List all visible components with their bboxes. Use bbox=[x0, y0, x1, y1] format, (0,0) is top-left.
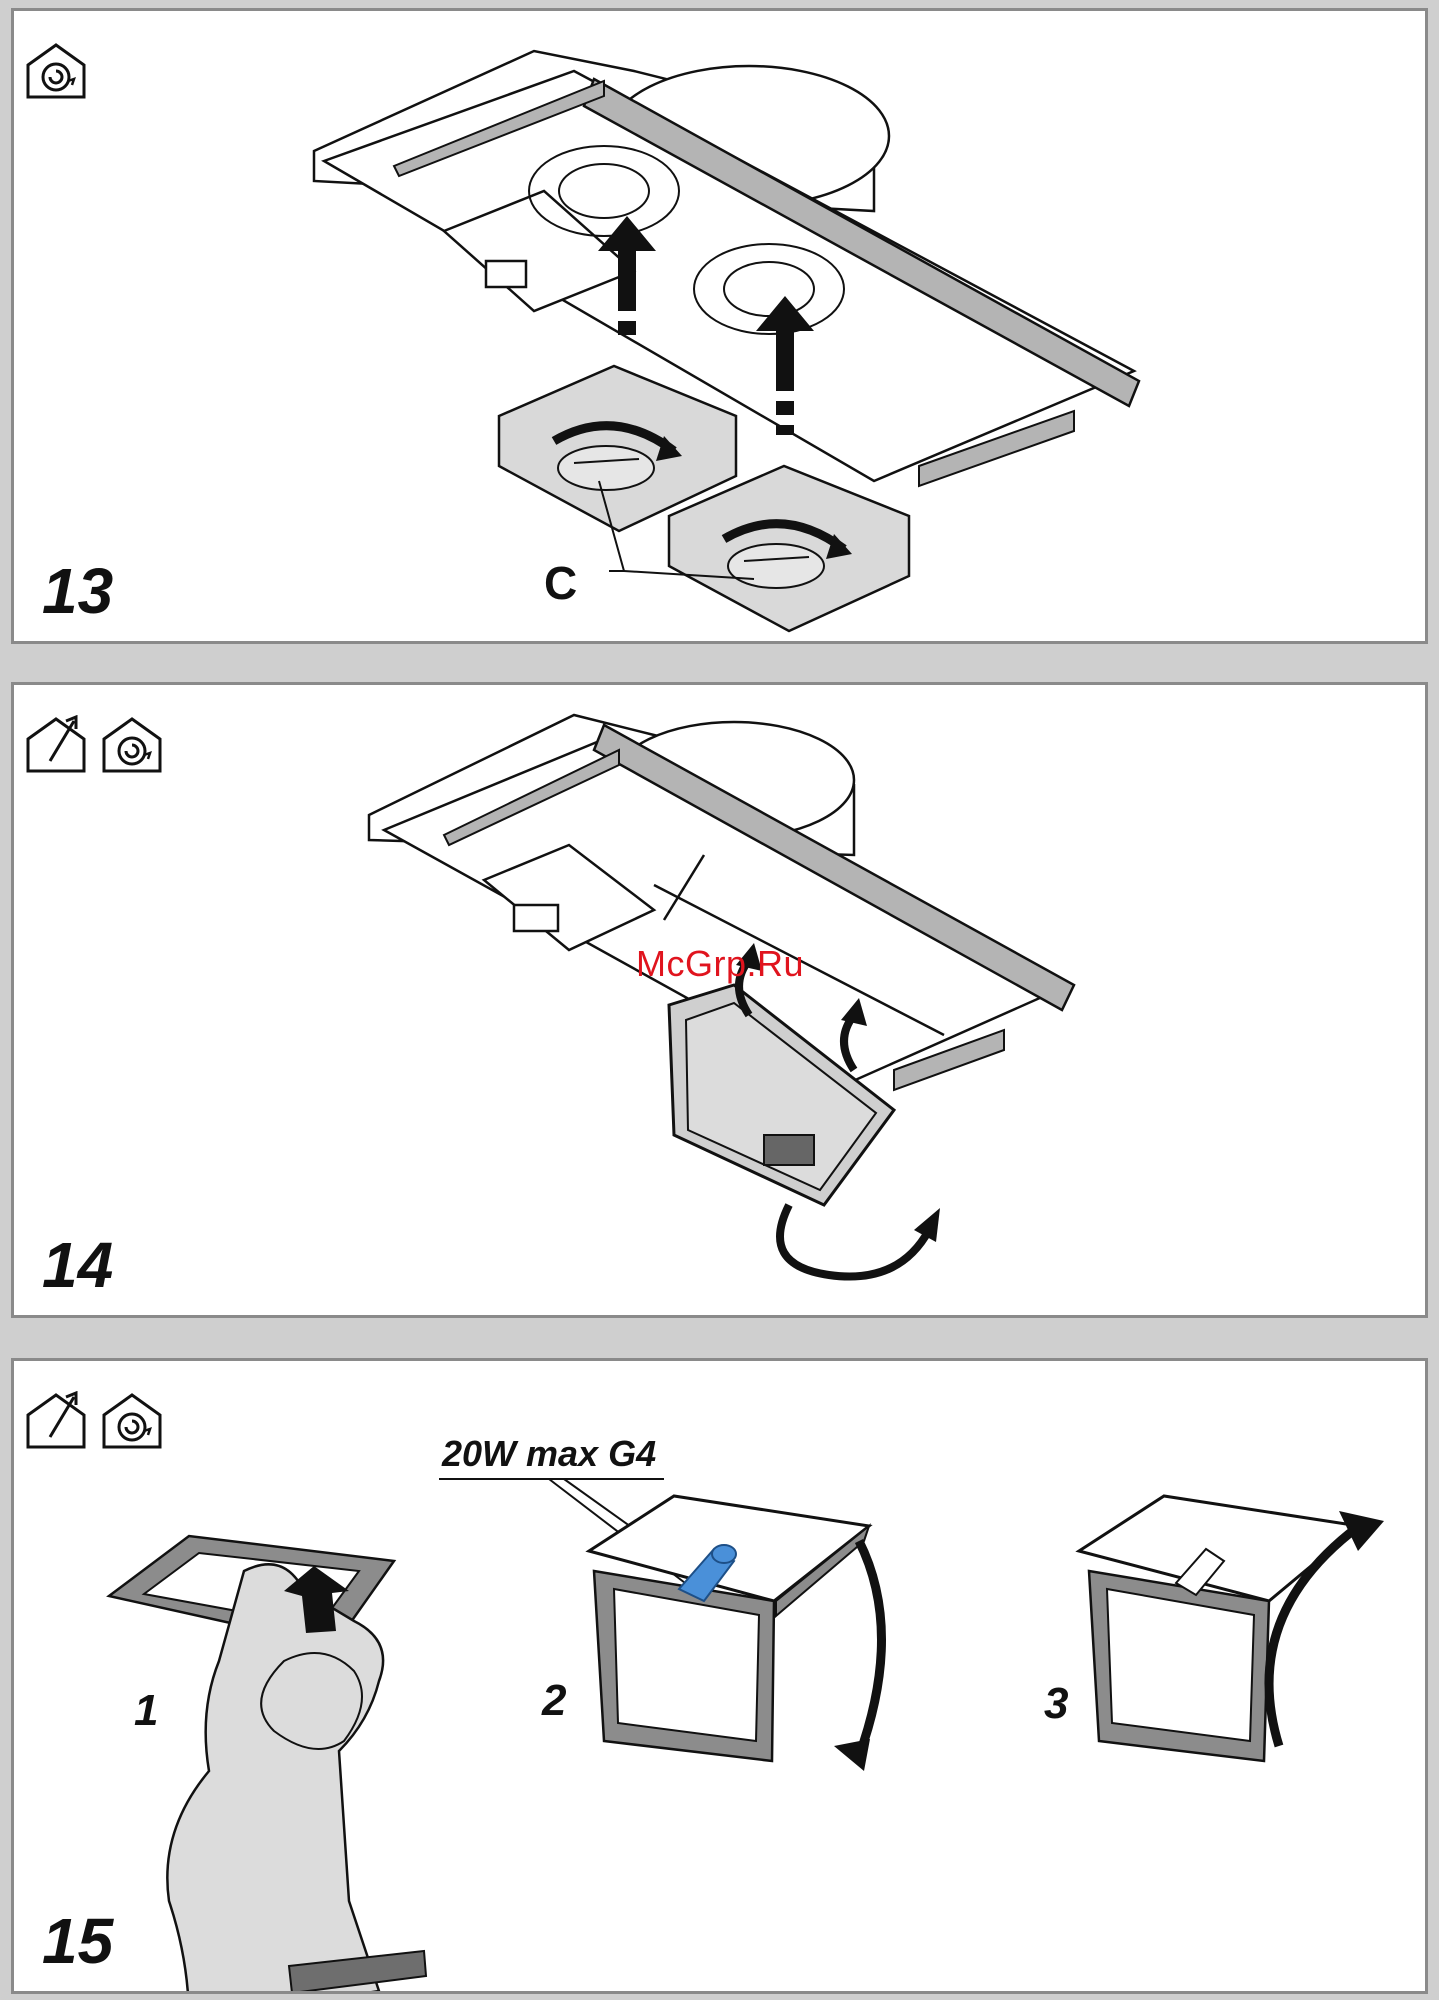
step-number: 13 bbox=[42, 559, 113, 623]
sub-step-3-label: 3 bbox=[1044, 1679, 1068, 1729]
gloved-hand bbox=[167, 1564, 426, 1991]
grease-filter-illustration bbox=[14, 685, 1425, 1315]
step-14-panel: McGrp.Ru 14 bbox=[11, 682, 1428, 1318]
sub-step-1-label: 1 bbox=[134, 1686, 158, 1736]
callout-c-label: C bbox=[544, 556, 577, 610]
lamp-replacement-illustration bbox=[14, 1361, 1425, 1991]
light-cover-closing bbox=[1079, 1496, 1359, 1761]
step-13-panel: C 13 bbox=[11, 8, 1428, 644]
hood-filter-illustration bbox=[14, 11, 1425, 641]
step-number: 14 bbox=[42, 1233, 113, 1297]
lamp-spec-label: 20W max G4 bbox=[442, 1433, 656, 1475]
open-arrow-head bbox=[834, 1739, 870, 1771]
watermark: McGrp.Ru bbox=[636, 943, 804, 985]
sub-step-2-label: 2 bbox=[542, 1676, 566, 1726]
step-number: 15 bbox=[42, 1909, 113, 1973]
step-15-panel: 20W max G4 1 2 3 15 bbox=[11, 1358, 1428, 1994]
open-arrow bbox=[859, 1541, 882, 1756]
light-cover-open bbox=[589, 1496, 869, 1761]
